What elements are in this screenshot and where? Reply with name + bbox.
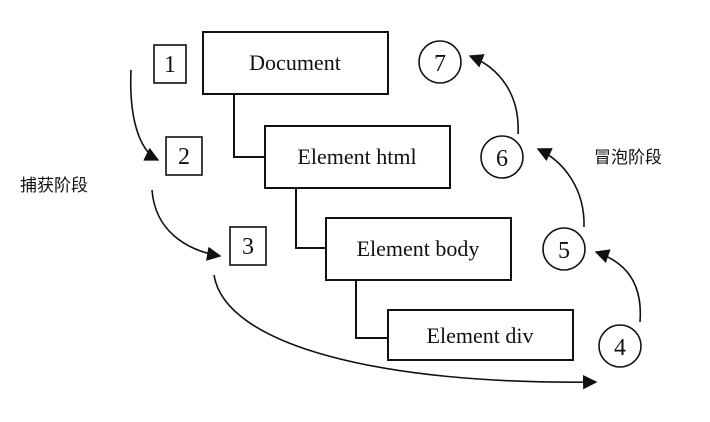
bubble-step-6-label: 6 — [496, 146, 508, 172]
bubble-step-7: 7 — [418, 40, 462, 84]
bubble-step-4-label: 4 — [614, 335, 626, 361]
node-document: Document — [202, 31, 389, 95]
bubble-arrow-4-to-5 — [594, 249, 642, 323]
capture-step-1: 1 — [153, 44, 187, 84]
bubble-step-5-label: 5 — [558, 238, 570, 264]
capture-step-2-label: 2 — [178, 144, 190, 170]
node-element-html-label: Element html — [297, 144, 416, 169]
bubble-phase-label: 冒泡阶段 — [594, 148, 662, 168]
tree-connector-body-div — [355, 280, 388, 339]
capture-arrow-1-to-2 — [129, 69, 160, 161]
tree-connector-html-body — [295, 188, 326, 249]
capture-phase-label: 捕获阶段 — [20, 176, 88, 196]
tree-connector-document-html — [233, 94, 265, 158]
bubble-step-7-label: 7 — [434, 51, 446, 77]
capture-step-2: 2 — [165, 136, 203, 176]
capture-step-1-label: 1 — [164, 52, 176, 78]
node-element-body: Element body — [325, 217, 512, 281]
bubble-step-4: 4 — [598, 324, 642, 368]
node-element-body-label: Element body — [357, 236, 480, 261]
node-document-label: Document — [249, 50, 341, 75]
capture-arrow-3-to-4 — [213, 274, 598, 390]
bubble-arrow-6-to-7 — [468, 54, 519, 135]
bubble-step-5: 5 — [542, 227, 586, 271]
capture-arrow-2-to-3 — [151, 189, 222, 261]
capture-step-3-label: 3 — [242, 234, 254, 260]
node-element-div: Element div — [387, 309, 574, 361]
node-element-html: Element html — [264, 125, 451, 189]
bubble-step-6: 6 — [480, 135, 524, 179]
bubble-arrow-5-to-6 — [536, 148, 585, 228]
node-element-div-label: Element div — [427, 323, 534, 348]
capture-step-3: 3 — [229, 226, 267, 266]
